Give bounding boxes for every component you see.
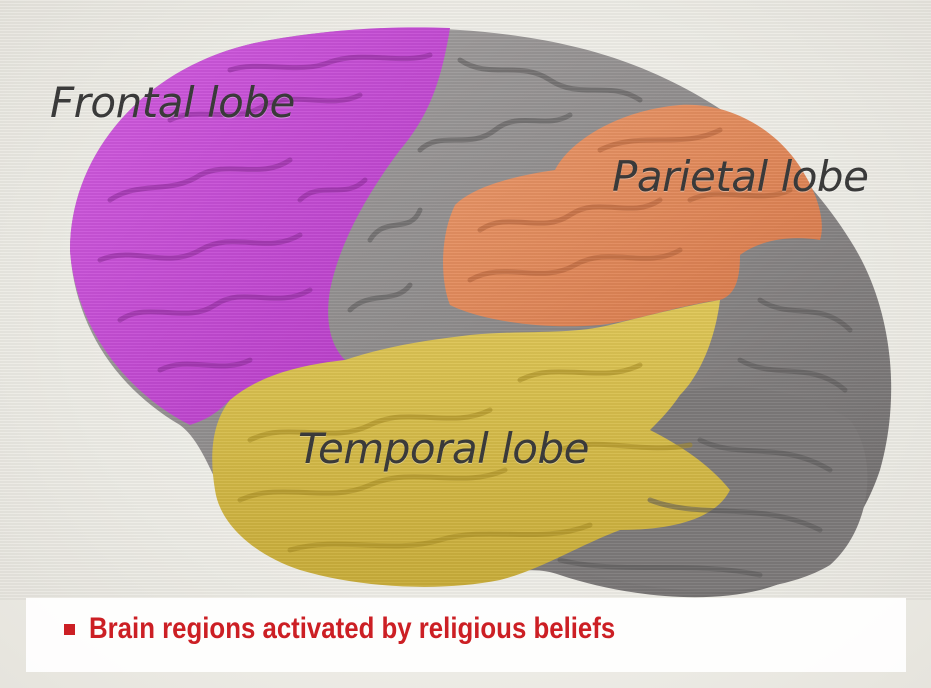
frontal-lobe-label: Frontal lobe [50, 78, 295, 127]
temporal-lobe-label: Temporal lobe [298, 424, 589, 473]
legend-text: Brain regions activated by religious bel… [89, 612, 615, 646]
legend: Brain regions activated by religious bel… [64, 612, 701, 646]
parietal-lobe-label: Parietal lobe [612, 152, 868, 201]
legend-swatch-icon [64, 624, 75, 635]
